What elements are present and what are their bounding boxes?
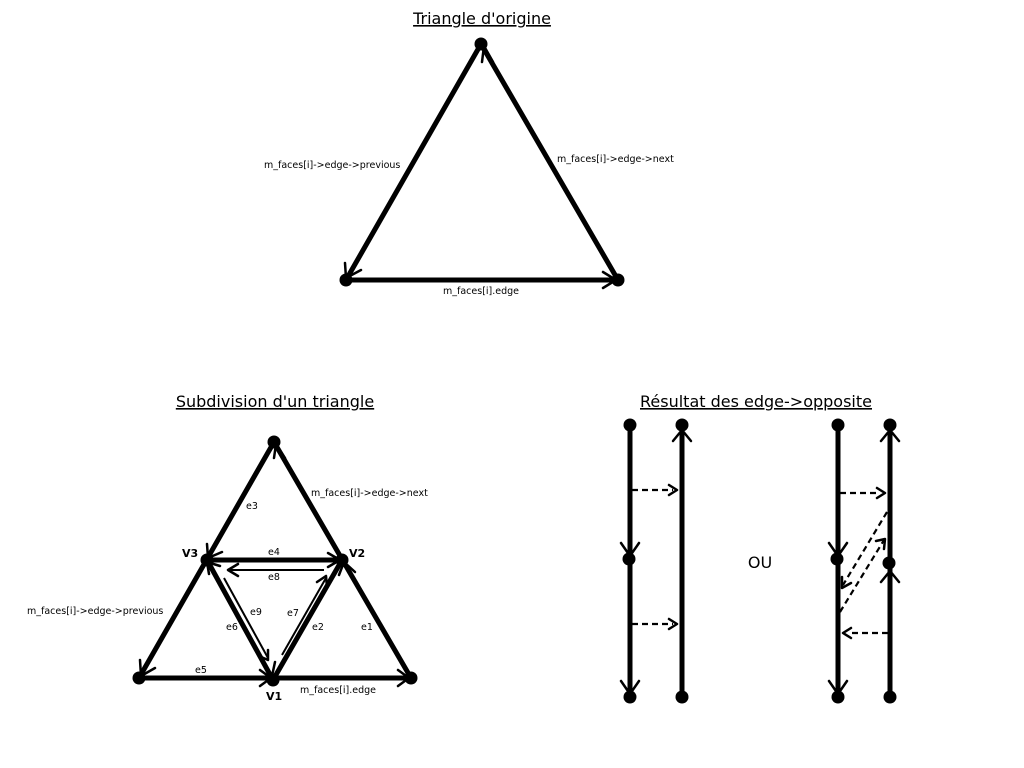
sub-arrowhead-e7 <box>315 574 329 589</box>
result-b-arrow-up-2 <box>879 569 901 584</box>
sub-label-next: m_faces[i]->edge->next <box>311 488 428 499</box>
sub-label-v3: V3 <box>182 547 198 560</box>
origin-vertex-left <box>339 273 353 287</box>
result-a-vertex-1 <box>623 418 637 432</box>
sub-label-edge: m_faces[i].edge <box>300 685 376 696</box>
result-b-vertex-6 <box>883 690 897 704</box>
sub-label-e8: e8 <box>268 572 280 583</box>
result-a-opposite-2-head <box>667 617 679 631</box>
origin-edge-right <box>478 41 621 283</box>
opposite-result: Résultat des edge->opposite OU <box>619 392 901 704</box>
result-config-b <box>827 418 901 704</box>
sub-label-e7: e7 <box>287 608 299 619</box>
origin-label-next: m_faces[i]->edge->next <box>557 154 674 165</box>
sub-vertex-right <box>404 671 418 685</box>
sub-label-e9: e9 <box>250 607 262 618</box>
sub-vertex-v2 <box>335 553 349 567</box>
sub-arrowhead-e9 <box>257 648 270 662</box>
sub-vertex-v1 <box>266 673 280 687</box>
result-b-opposite-1-head <box>875 486 887 500</box>
result-config-a <box>619 418 693 704</box>
subdivision-triangle: Subdivision d'un triangle V3 V2 <box>27 392 428 703</box>
result-a-vertex-4 <box>623 690 637 704</box>
origin-label-previous: m_faces[i]->edge->previous <box>264 160 400 171</box>
result-b-opposite-3-head <box>874 537 887 551</box>
sub-vertex-top <box>267 435 281 449</box>
origin-title: Triangle d'origine <box>412 9 551 28</box>
sub-label-e2: e2 <box>312 622 324 633</box>
result-a-vertex-2 <box>675 418 689 432</box>
result-b-vertex-4 <box>882 556 896 570</box>
result-separator: OU <box>748 553 772 572</box>
result-b-vertex-2 <box>883 418 897 432</box>
sub-label-v2: V2 <box>349 547 365 560</box>
sub-label-v1: V1 <box>266 690 282 703</box>
sub-label-e3: e3 <box>246 501 258 512</box>
origin-vertex-top <box>474 37 488 51</box>
sub-label-e5: e5 <box>195 665 207 676</box>
sub-edge-e9 <box>223 577 269 659</box>
result-b-vertex-3 <box>830 552 844 566</box>
sub-label-previous: m_faces[i]->edge->previous <box>27 606 163 617</box>
result-b-opposite-4-head <box>841 626 853 640</box>
sub-label-e1: e1 <box>361 622 373 633</box>
origin-triangle: Triangle d'origine m_faces[i]->edge->pre… <box>264 9 674 297</box>
result-b-opposite-2 <box>842 511 888 586</box>
sub-edge-v2-v1 <box>270 557 345 683</box>
sub-arrowhead-e8 <box>226 562 240 578</box>
sub-label-e4: e4 <box>268 547 280 558</box>
sub-vertex-v3 <box>200 553 214 567</box>
result-title: Résultat des edge->opposite <box>640 392 872 411</box>
origin-edge-left <box>343 41 484 283</box>
result-b-opposite-2-head <box>840 575 853 590</box>
result-b-vertex-5 <box>831 690 845 704</box>
result-b-opposite-3 <box>839 539 885 613</box>
sub-label-e6: e6 <box>226 622 238 633</box>
origin-vertex-right <box>611 273 625 287</box>
result-a-vertex-3 <box>622 552 636 566</box>
result-a-vertex-5 <box>675 690 689 704</box>
origin-label-edge: m_faces[i].edge <box>443 286 519 297</box>
result-b-vertex-1 <box>831 418 845 432</box>
sub-edge-v3-v1 <box>204 557 276 683</box>
result-a-opposite-1-head <box>667 483 679 497</box>
sub-vertex-left <box>132 671 146 685</box>
subdivision-title: Subdivision d'un triangle <box>176 392 374 411</box>
sub-edge-e7 <box>281 577 327 656</box>
